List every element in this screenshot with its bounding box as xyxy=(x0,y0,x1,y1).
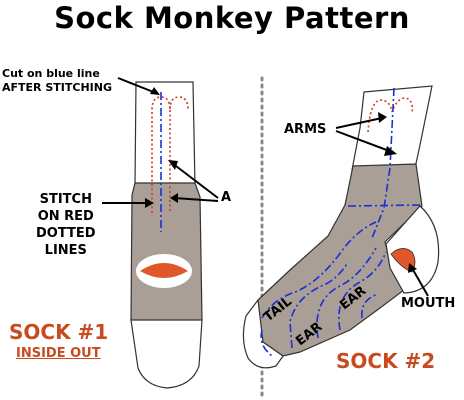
stitch-line-4: LINES xyxy=(44,243,87,258)
sock2-heel xyxy=(385,205,440,294)
sock2-cut-toe xyxy=(260,329,273,357)
arrow-cut-line xyxy=(117,77,157,94)
arrow-a-1 xyxy=(171,162,219,199)
label-arms: ARMS xyxy=(284,122,327,137)
stitch-instruction: STITCH ON RED DOTTED LINES xyxy=(36,191,96,259)
sock2-cut-seg-3 xyxy=(316,247,377,339)
stitch-line-2: ON RED xyxy=(37,209,94,224)
sock2-cut-seg-1 xyxy=(261,221,377,319)
sock2-cut-seg-5 xyxy=(361,293,379,319)
sock1-cuff xyxy=(134,81,196,187)
sock2-cuff xyxy=(351,85,433,171)
arrow-a-2 xyxy=(173,197,219,202)
sock2-body xyxy=(249,163,423,357)
sock2-title: SOCK #2 xyxy=(336,349,436,373)
label-mouth: MOUTH xyxy=(401,296,456,311)
inside-out-label: INSIDE OUT xyxy=(16,346,101,361)
sock2-cut-top xyxy=(347,204,422,207)
sock-2: TAIL EAR EAR xyxy=(242,85,440,369)
arrow-mouth xyxy=(411,267,429,297)
sock-1 xyxy=(102,77,219,389)
label-a: A xyxy=(221,190,232,205)
sock2-stitch-line xyxy=(367,97,414,133)
sock2-cut-arms xyxy=(371,87,395,239)
arrow-arms-1 xyxy=(335,117,383,129)
after-stitching-label: AFTER STITCHING xyxy=(2,81,112,94)
sock2-cut-seg-4 xyxy=(338,251,387,331)
sock2-cut-seg-2 xyxy=(289,261,349,349)
sock1-title: SOCK #1 xyxy=(9,320,109,344)
sock1-mouth-shape xyxy=(140,263,188,278)
stitch-line-1: STITCH xyxy=(39,192,92,207)
page-title: Sock Monkey Pattern xyxy=(54,1,410,35)
stitch-line-3: DOTTED xyxy=(36,226,96,241)
sock2-toe xyxy=(242,298,284,369)
cut-line-label: Cut on blue line xyxy=(2,67,100,80)
sock1-toe xyxy=(130,319,203,389)
arrow-arms-2 xyxy=(335,130,393,153)
